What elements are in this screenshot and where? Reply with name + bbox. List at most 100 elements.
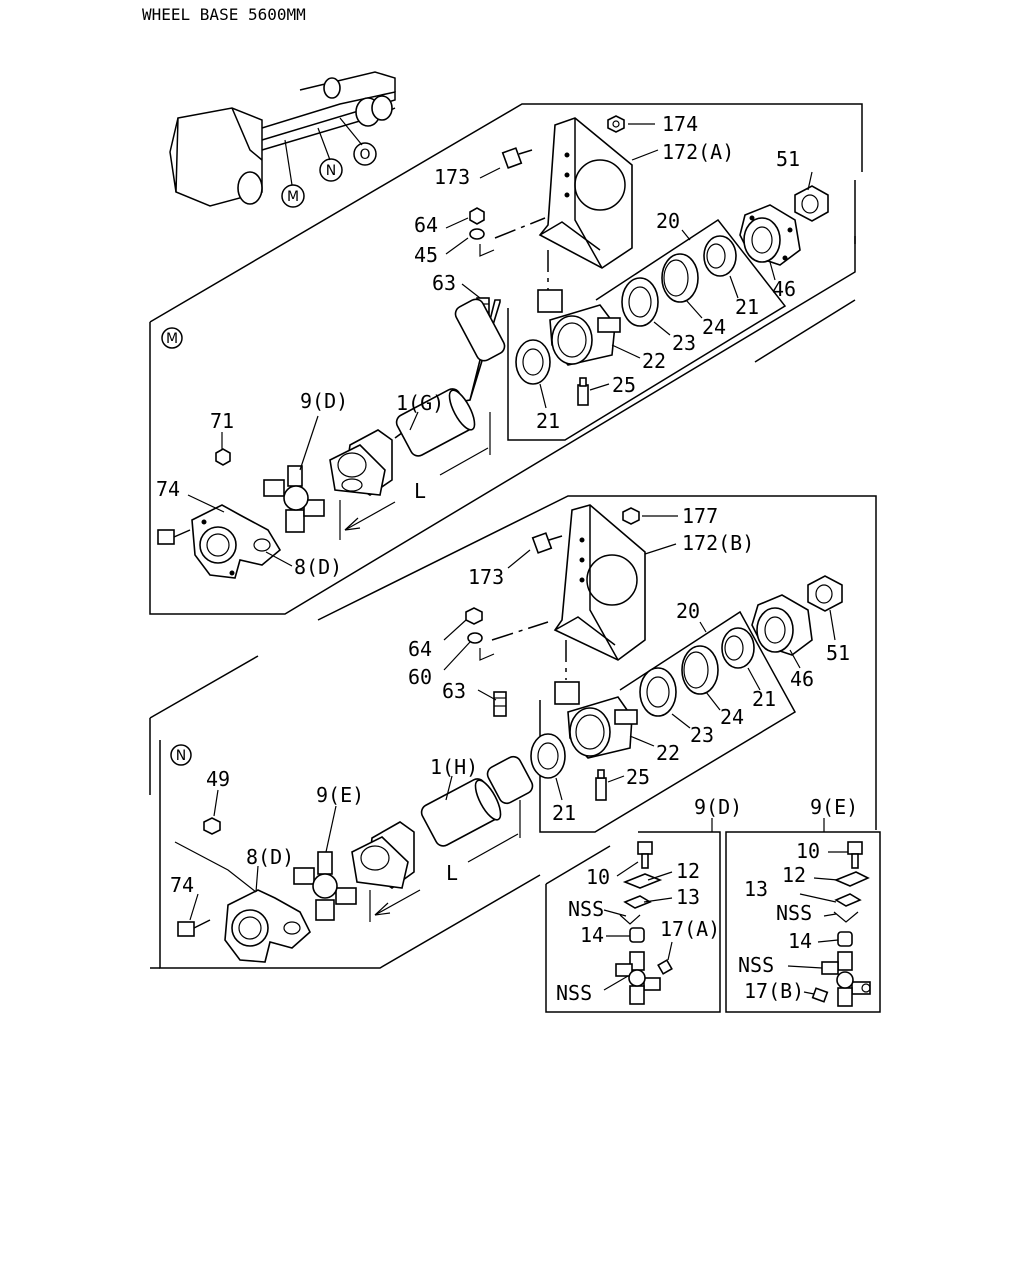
label-9d: 9(D) — [300, 389, 348, 413]
propeller-shaft-1g — [329, 298, 506, 496]
washer-21-right-n — [721, 627, 755, 669]
label-60: 60 — [408, 665, 432, 689]
label-21-right-n: 21 — [752, 687, 776, 711]
label-25-n: 25 — [626, 765, 650, 789]
label-74: 74 — [156, 477, 180, 501]
label-46: 46 — [772, 277, 796, 301]
bracket-172b — [553, 504, 646, 661]
label-l: L — [414, 479, 426, 503]
bolt-173-n — [531, 532, 563, 554]
marker-n-circle — [319, 158, 343, 182]
label-173: 173 — [434, 165, 470, 189]
nut-49 — [203, 817, 221, 835]
nut-64 — [469, 207, 485, 225]
bearing-housing-22-n — [554, 681, 638, 759]
nut-177 — [622, 507, 640, 525]
label-20: 20 — [656, 209, 680, 233]
cross-nss-e — [821, 951, 871, 1007]
section-n-marker: N — [176, 748, 186, 764]
detail-e-label-13: 13 — [744, 877, 768, 901]
truck-illustration: M N O — [169, 71, 396, 208]
seal-23 — [621, 277, 659, 327]
label-24: 24 — [702, 315, 726, 339]
section-m: M — [149, 103, 863, 615]
label-64-n: 64 — [408, 637, 432, 661]
bolt-63-n — [493, 691, 507, 717]
label-21-right: 21 — [735, 295, 759, 319]
label-22-n: 22 — [656, 741, 680, 765]
detail-d-label-13: 13 — [676, 885, 700, 909]
seal-23-n — [639, 667, 677, 717]
nut-64-n — [465, 607, 483, 625]
label-177: 177 — [682, 504, 718, 528]
washer-21-right — [703, 235, 737, 277]
universal-joint-9e — [293, 851, 357, 921]
diagram-title: WHEEL BASE 5600MM — [142, 5, 306, 24]
detail-e-label-nss-1: NSS — [776, 901, 812, 925]
bearing-housing-22 — [537, 289, 621, 366]
label-25: 25 — [612, 373, 636, 397]
washer-45 — [469, 228, 485, 240]
label-24-n: 24 — [720, 705, 744, 729]
label-63: 63 — [432, 271, 456, 295]
marker-m-circle — [281, 184, 305, 208]
label-74-n: 74 — [170, 873, 194, 897]
bracket-172a — [538, 117, 633, 269]
marker-m: M — [287, 189, 299, 205]
label-21-left-n: 21 — [552, 801, 576, 825]
ring-24 — [661, 253, 699, 303]
label-l-n: L — [446, 861, 458, 885]
nut-51-n — [807, 575, 843, 612]
bolt-10-e — [847, 841, 863, 855]
lock-13-e — [834, 893, 862, 907]
label-22: 22 — [642, 349, 666, 373]
section-m-marker: M — [166, 331, 178, 347]
detail-e-label-17b: 17(B) — [744, 979, 804, 1003]
grease-nipple-25-n — [595, 769, 607, 801]
universal-joint-9d — [263, 465, 325, 533]
nipple-17a-d — [657, 959, 673, 975]
flange-46 — [739, 204, 801, 266]
label-21-left: 21 — [536, 409, 560, 433]
section-m-marker-circle — [161, 327, 183, 349]
detail-d-label-nss-2: NSS — [556, 981, 592, 1005]
nipple-17b-e — [811, 987, 829, 1003]
bolt-10-d — [637, 841, 653, 855]
lock-13-d — [623, 895, 652, 909]
label-51-n: 51 — [826, 641, 850, 665]
label-9e: 9(E) — [316, 783, 364, 807]
label-46-n: 46 — [790, 667, 814, 691]
detail-9d-title: 9(D) — [694, 795, 742, 819]
detail-d-label-14: 14 — [580, 923, 604, 947]
nut-71 — [215, 448, 231, 466]
marker-o-circle — [353, 142, 377, 166]
detail-d-label-12: 12 — [676, 859, 700, 883]
section-n-marker-circle — [170, 744, 192, 766]
cross-nss-d — [615, 951, 661, 1005]
nut-174 — [607, 115, 625, 133]
lock-plate-12-d — [622, 873, 663, 889]
grease-nipple-25 — [577, 377, 589, 406]
label-71: 71 — [210, 409, 234, 433]
label-172a: 172(A) — [662, 140, 734, 164]
detail-9e-title: 9(E) — [810, 795, 858, 819]
bolt-74-n — [177, 919, 211, 937]
label-51: 51 — [776, 147, 800, 171]
detail-e-label-12: 12 — [782, 863, 806, 887]
bolt-74 — [157, 529, 191, 545]
flange-8d — [191, 504, 282, 579]
label-173-n: 173 — [468, 565, 504, 589]
label-174: 174 — [662, 112, 698, 136]
lock-plate-12-e — [833, 871, 870, 887]
label-20-n: 20 — [676, 599, 700, 623]
label-45: 45 — [414, 243, 438, 267]
nut-51 — [794, 185, 829, 222]
cup-14-e — [837, 931, 853, 947]
section-n: N — [149, 495, 877, 969]
label-23-n: 23 — [690, 723, 714, 747]
label-1h: 1(H) — [430, 755, 478, 779]
dimension-l-m — [339, 412, 491, 540]
detail-e-label-14: 14 — [788, 929, 812, 953]
label-1g: 1(G) — [396, 391, 444, 415]
